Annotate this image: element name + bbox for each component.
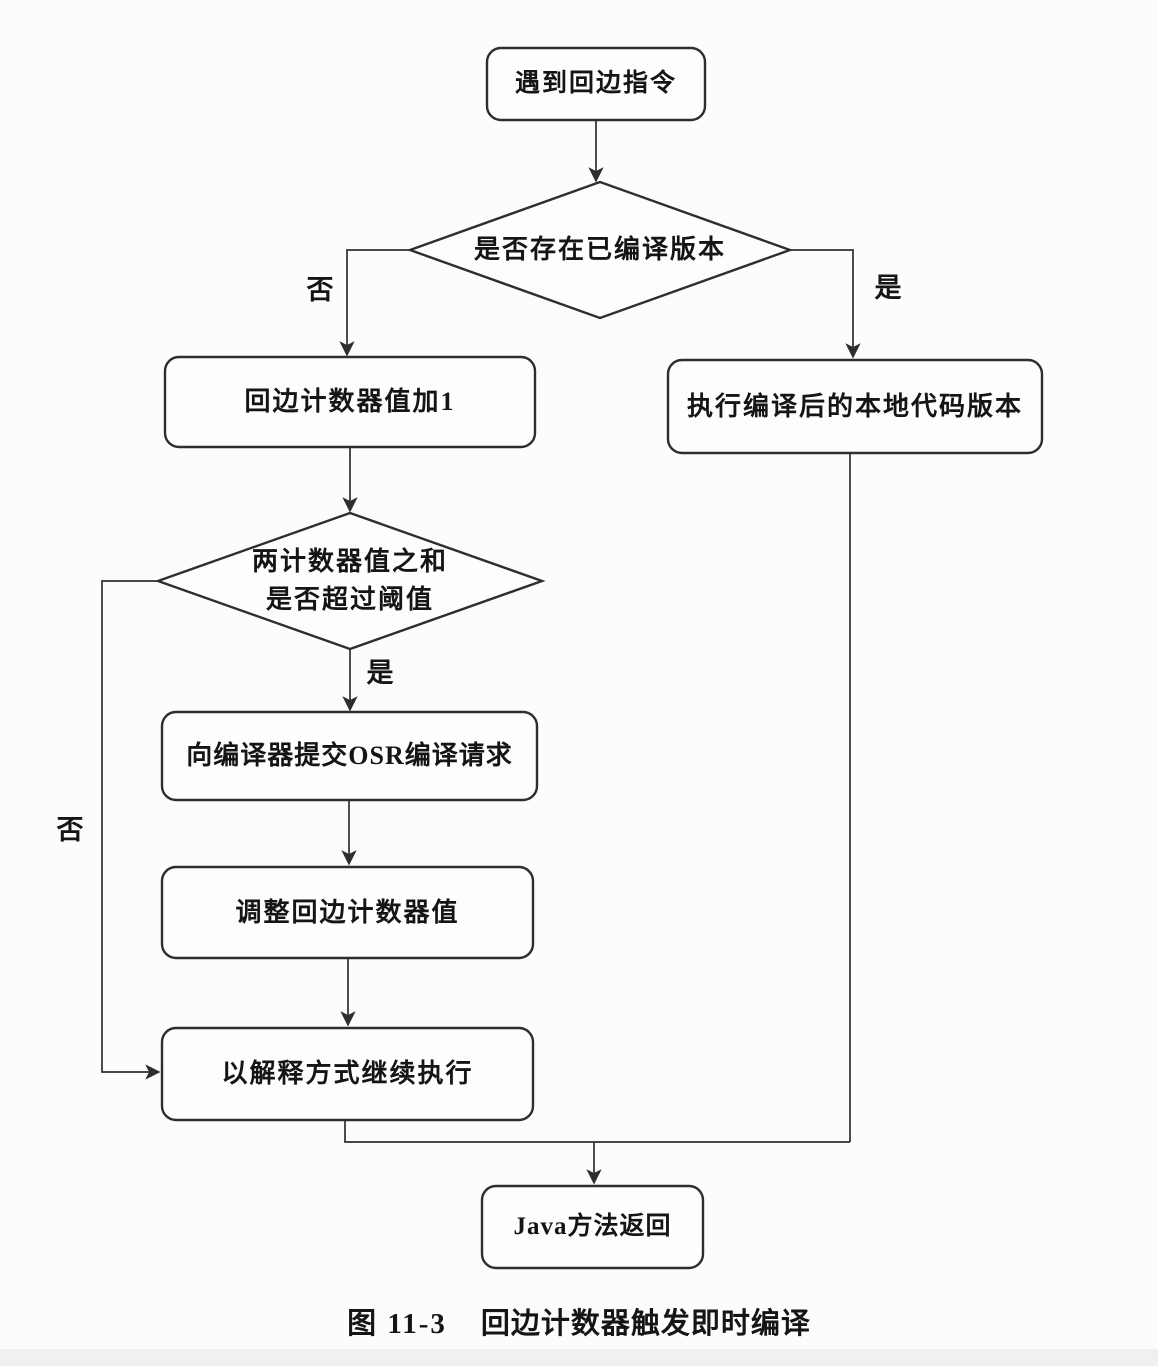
start-node-shape [485, 46, 707, 122]
edge-decision2-no-loop [101, 580, 161, 1080]
exec-node-shape [666, 358, 1044, 455]
edge-decision1-no [339, 249, 410, 357]
incr-node-shape [163, 355, 537, 449]
decision2-shape [154, 511, 546, 651]
flow-edges [101, 120, 861, 1185]
interp-node-shape [160, 1026, 535, 1122]
edge-merge-left [344, 1120, 850, 1143]
figure-caption-title: 回边计数器触发即时编译 [480, 1308, 811, 1340]
page-bottom-strip [0, 1349, 1158, 1366]
edge-decision1-yes [790, 249, 861, 359]
figure-caption-number: 图 11-3 [347, 1308, 447, 1340]
figure-caption: 图 11-3 回边计数器触发即时编译 [0, 1300, 1158, 1342]
flow-nodes [154, 46, 1044, 1270]
return-node-shape [480, 1184, 705, 1270]
osr-node-shape [160, 710, 539, 802]
decision1-shape [406, 180, 794, 320]
adjust-node-shape [160, 865, 535, 960]
